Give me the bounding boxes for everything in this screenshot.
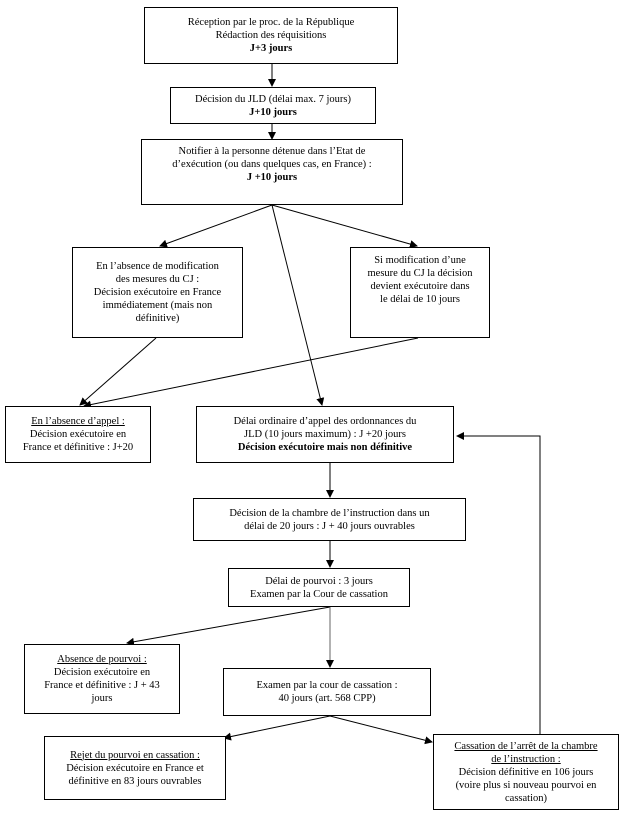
arrow-notifier-to-delai-appel [271, 204, 325, 406]
arrow-examen-to-cassation [329, 715, 433, 745]
chambre-line-2: délai de 20 jours : J + 40 jours ouvrabl… [244, 520, 415, 532]
box-delai-appel: Délai ordinaire d’appel des ordonnances … [196, 406, 454, 463]
jld-delay: J+10 jours [249, 106, 297, 118]
arrow-notifier-to-si-modif [271, 204, 418, 248]
absence-modif-line-1: En l’absence de modification [96, 261, 219, 272]
cassation-line-1: Décision définitive en 106 jours [458, 766, 594, 778]
box-delai-pourvoi: Délai de pourvoi : 3 jours Examen par la… [228, 568, 410, 607]
cassation-title-line-2: de l’instruction : [491, 753, 561, 765]
reception-delay: J+3 jours [249, 43, 293, 54]
box-chambre-instruction: Décision de la chambre de l’instruction … [193, 498, 466, 541]
arrow-si-modif-to-absence-appel [83, 337, 419, 409]
examen-line-1: Examen par la cour de cassation : [256, 680, 398, 691]
box-jld: Décision du JLD (délai max. 7 jours) J+1… [170, 87, 376, 124]
box-absence-appel: En l’absence d’appel : Décision exécutoi… [5, 406, 151, 463]
notifier-line-1: Notifier à la personne détenue dans l’Et… [178, 146, 366, 157]
reception-line-2: Rédaction des réquisitions [215, 30, 327, 41]
cassation-line-3: cassation) [505, 792, 547, 804]
absence-pourvoi-line-3: jours [91, 693, 113, 704]
delai-appel-line-2: JLD (10 jours maximum) : J +20 jours [244, 429, 406, 440]
absence-pourvoi-line-1: Décision exécutoire en [53, 667, 151, 678]
cassation-title-line-1: Cassation de l’arrêt de la chambre [454, 740, 598, 752]
box-absence-pourvoi: Absence de pourvoi : Décision exécutoire… [24, 644, 180, 714]
si-modif-line-4: le délai de 10 jours [380, 294, 460, 305]
arrow-notifier-to-absence-modif [159, 204, 273, 248]
pourvoi-line-1: Délai de pourvoi : 3 jours [265, 575, 373, 587]
rejet-line-1: Décision exécutoire en France et [66, 762, 204, 774]
pourvoi-line-2: Examen par la Cour de cassation [250, 588, 388, 600]
delai-appel-status: Décision exécutoire mais non définitive [237, 442, 413, 453]
box-reception: Réception par le proc. de la République … [144, 7, 398, 64]
box-rejet-pourvoi: Rejet du pourvoi en cassation : Décision… [44, 736, 226, 800]
jld-line-1: Décision du JLD (délai max. 7 jours) [194, 93, 351, 105]
reception-line-1: Réception par le proc. de la République [187, 17, 355, 28]
absence-modif-line-5: définitive) [135, 313, 180, 324]
arrow-examen-to-rejet [223, 715, 331, 741]
chambre-line-1: Décision de la chambre de l’instruction … [229, 507, 430, 519]
rejet-title: Rejet du pourvoi en cassation : [70, 749, 200, 761]
box-cassation-arret: Cassation de l’arrêt de la chambre de l’… [433, 734, 619, 810]
absence-appel-title: En l’absence d’appel : [31, 416, 125, 427]
delai-appel-line-1: Délai ordinaire d’appel des ordonnances … [233, 416, 417, 427]
rejet-line-2: définitive en 83 jours ouvrables [68, 775, 202, 787]
absence-appel-line-2: France et définitive : J+20 [22, 442, 134, 453]
absence-appel-line-1: Décision exécutoire en [29, 429, 127, 440]
si-modif-line-2: mesure du CJ la décision [367, 268, 473, 279]
notifier-line-2: d’exécution (ou dans quelques cas, en Fr… [172, 159, 372, 170]
si-modif-line-1: Si modification d’une [374, 255, 466, 266]
examen-line-2: 40 jours (art. 568 CPP) [278, 693, 376, 704]
box-examen-cassation: Examen par la cour de cassation : 40 jou… [223, 668, 431, 716]
si-modif-line-3: devient exécutoire dans [370, 281, 470, 292]
arrow-cassation-back-to-delai-appel [456, 432, 541, 734]
absence-pourvoi-title: Absence de pourvoi : [57, 654, 147, 665]
arrow-pourvoi-to-absence-pourvoi [126, 606, 331, 646]
cassation-line-2: (voire plus si nouveau pourvoi en [455, 779, 597, 791]
box-si-modification: Si modification d’une mesure du CJ la dé… [350, 247, 490, 338]
box-notifier: Notifier à la personne détenue dans l’Et… [141, 139, 403, 205]
absence-modif-line-3: Décision exécutoire en France [93, 287, 222, 298]
absence-modif-line-4: immédiatement (mais non [102, 300, 213, 311]
absence-modif-line-2: des mesures du CJ : [115, 274, 200, 285]
notifier-delay: J +10 jours [246, 172, 298, 183]
arrow-absence-modif-to-absence-appel [79, 337, 157, 406]
absence-pourvoi-line-2: France et définitive : J + 43 [44, 680, 160, 691]
box-absence-modification: En l’absence de modification des mesures… [72, 247, 243, 338]
